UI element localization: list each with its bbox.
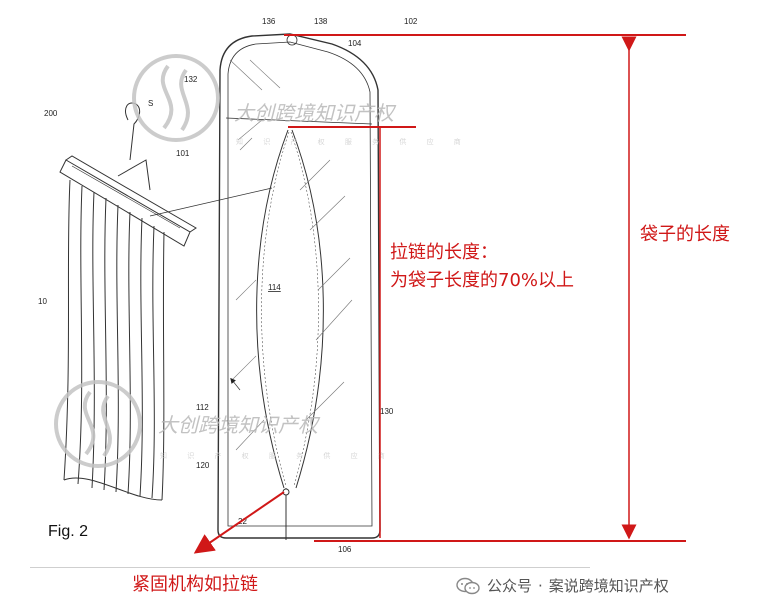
ref-s: S — [148, 99, 153, 108]
account-name: 案说跨境知识产权 — [548, 577, 669, 595]
ref-130: 130 — [380, 407, 394, 416]
figure-label: Fig. 2 — [48, 523, 88, 540]
watermark-top: 大创跨境知识产权 知 识 产 权 服 务 供 应 商 — [132, 54, 470, 146]
watermark-sub-bottom: 知 识 产 权 服 务 供 应 商 — [160, 451, 394, 460]
garment-bag — [217, 33, 381, 540]
fastener-arrow — [193, 491, 285, 554]
ref-10: 10 — [38, 297, 47, 306]
reference-numerals: 136 138 102 104 132 200 S 10 114 112 120… — [38, 17, 418, 554]
watermark-bottom: 大创跨境知识产权 知 识 产 权 服 务 供 应 商 — [54, 380, 394, 468]
ref-132: 132 — [184, 75, 198, 84]
watermark-sub-top: 知 识 产 权 服 务 供 应 商 — [236, 137, 470, 146]
wechat-icon — [456, 577, 480, 594]
zipper-length-label-1: 拉链的长度： — [390, 242, 498, 263]
fastener-caption: 紧固机构如拉链 — [132, 574, 258, 595]
footer: 紧固机构如拉链 公众号 · 案说跨境知识产权 — [0, 567, 779, 611]
ref-22: 22 — [238, 517, 247, 526]
account-attribution[interactable]: 公众号 · 案说跨境知识产权 — [455, 575, 669, 596]
ref-102: 102 — [404, 17, 418, 26]
ref-101: 101 — [176, 149, 190, 158]
hanger-with-garment — [59, 102, 273, 501]
footer-divider — [30, 567, 590, 568]
ref-120: 120 — [196, 461, 210, 470]
watermark-brand-bottom: 大创跨境知识产权 — [158, 413, 321, 437]
platform-label: 公众号 — [487, 577, 533, 595]
ref-112: 112 — [196, 403, 209, 412]
ref-114: 114 — [268, 283, 281, 292]
ref-138: 138 — [314, 17, 328, 26]
watermark-brand-top: 大创跨境知识产权 — [234, 101, 397, 125]
separator-dot: · — [538, 576, 543, 595]
ref-200: 200 — [44, 109, 58, 118]
ref-136: 136 — [262, 17, 276, 26]
annotations — [193, 34, 686, 554]
zipper-length-label-2: 为袋子长度的70%以上 — [390, 270, 574, 291]
bag-length-label: 袋子的长度 — [640, 224, 730, 245]
ref-106: 106 — [338, 545, 352, 554]
ref-104: 104 — [348, 39, 362, 48]
